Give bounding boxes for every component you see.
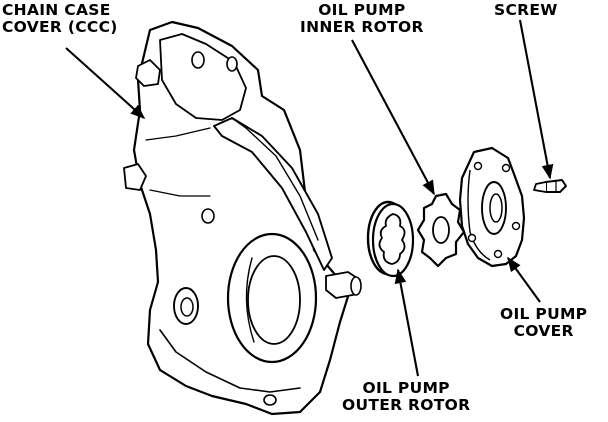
outer-rotor-lobes: [378, 213, 406, 265]
leader-arrows: [65, 19, 554, 377]
label-outer-line2: OUTER ROTOR: [342, 396, 471, 414]
label-screw: SCREW: [494, 2, 558, 19]
ccc-boss-mid-left: [123, 163, 147, 191]
label-oil-pump-outer-rotor: OIL PUMP OUTER ROTOR: [342, 380, 470, 414]
oil-pump-cover: [458, 146, 526, 268]
label-inner-line2: INNER ROTOR: [300, 18, 424, 36]
screw-leader: [518, 19, 554, 180]
label-oil-pump-inner-rotor: OIL PUMP INNER ROTOR: [300, 2, 424, 36]
ccc-rib-arm: [213, 117, 333, 271]
oil-pump-outer-rotor: [366, 200, 415, 278]
label-cover-line2: COVER: [513, 322, 574, 340]
label-oil-pump-cover: OIL PUMP COVER: [500, 306, 587, 340]
chain-case-cover: [123, 20, 362, 416]
label-ccc-line1: CHAIN CASE: [2, 1, 111, 19]
label-outer-line1: OIL PUMP: [362, 379, 450, 397]
pump-cover-leader: [507, 256, 541, 303]
ccc-lower-flange: [159, 329, 301, 393]
label-screw-text: SCREW: [494, 1, 558, 19]
ccc-boss-top-left: [135, 59, 161, 87]
label-cover-line1: OIL PUMP: [500, 305, 588, 323]
ccc-leader: [65, 47, 146, 119]
label-inner-line1: OIL PUMP: [318, 1, 406, 19]
oil-pump-inner-rotor: [416, 192, 466, 268]
inner-rotor-leader: [351, 39, 435, 196]
label-chain-case-cover: CHAIN CASE COVER (CCC): [2, 2, 118, 36]
ccc-seal-bore-inner: [247, 255, 301, 345]
screw: [533, 179, 567, 193]
outer-rotor-leader: [394, 268, 420, 377]
label-ccc-line2: COVER (CCC): [2, 18, 118, 36]
ccc-upper-lobe: [159, 33, 247, 121]
